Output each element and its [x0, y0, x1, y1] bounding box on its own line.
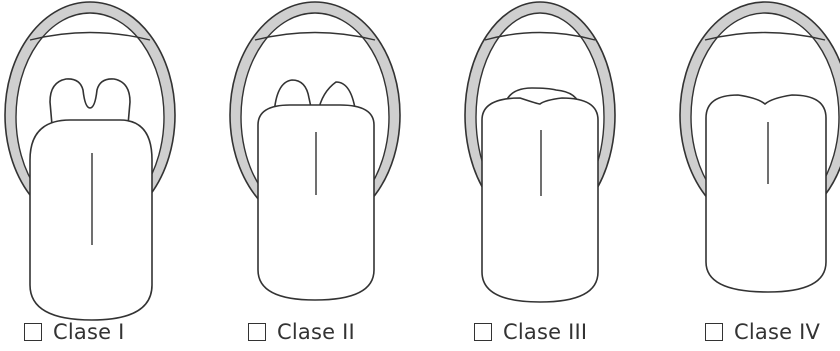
option-clase-1[interactable]: Clase I — [24, 318, 125, 346]
label-clase-4: Clase IV — [734, 320, 820, 344]
checkbox-clase-2[interactable] — [248, 323, 266, 341]
mouth-class-4 — [680, 2, 840, 292]
label-clase-2: Clase II — [277, 320, 355, 344]
checkbox-clase-4[interactable] — [705, 323, 723, 341]
tongue — [706, 95, 826, 292]
tongue — [30, 120, 152, 320]
checkbox-clase-1[interactable] — [24, 323, 42, 341]
mouth-class-1 — [5, 2, 175, 320]
option-clase-3[interactable]: Clase III — [474, 318, 587, 346]
mouth-class-2 — [230, 2, 400, 300]
tongue — [482, 98, 598, 302]
option-clase-4[interactable]: Clase IV — [705, 318, 820, 346]
checkbox-clase-3[interactable] — [474, 323, 492, 341]
mouth-class-3 — [465, 2, 615, 302]
option-clase-2[interactable]: Clase II — [248, 318, 355, 346]
label-clase-3: Clase III — [503, 320, 587, 344]
label-clase-1: Clase I — [53, 320, 125, 344]
